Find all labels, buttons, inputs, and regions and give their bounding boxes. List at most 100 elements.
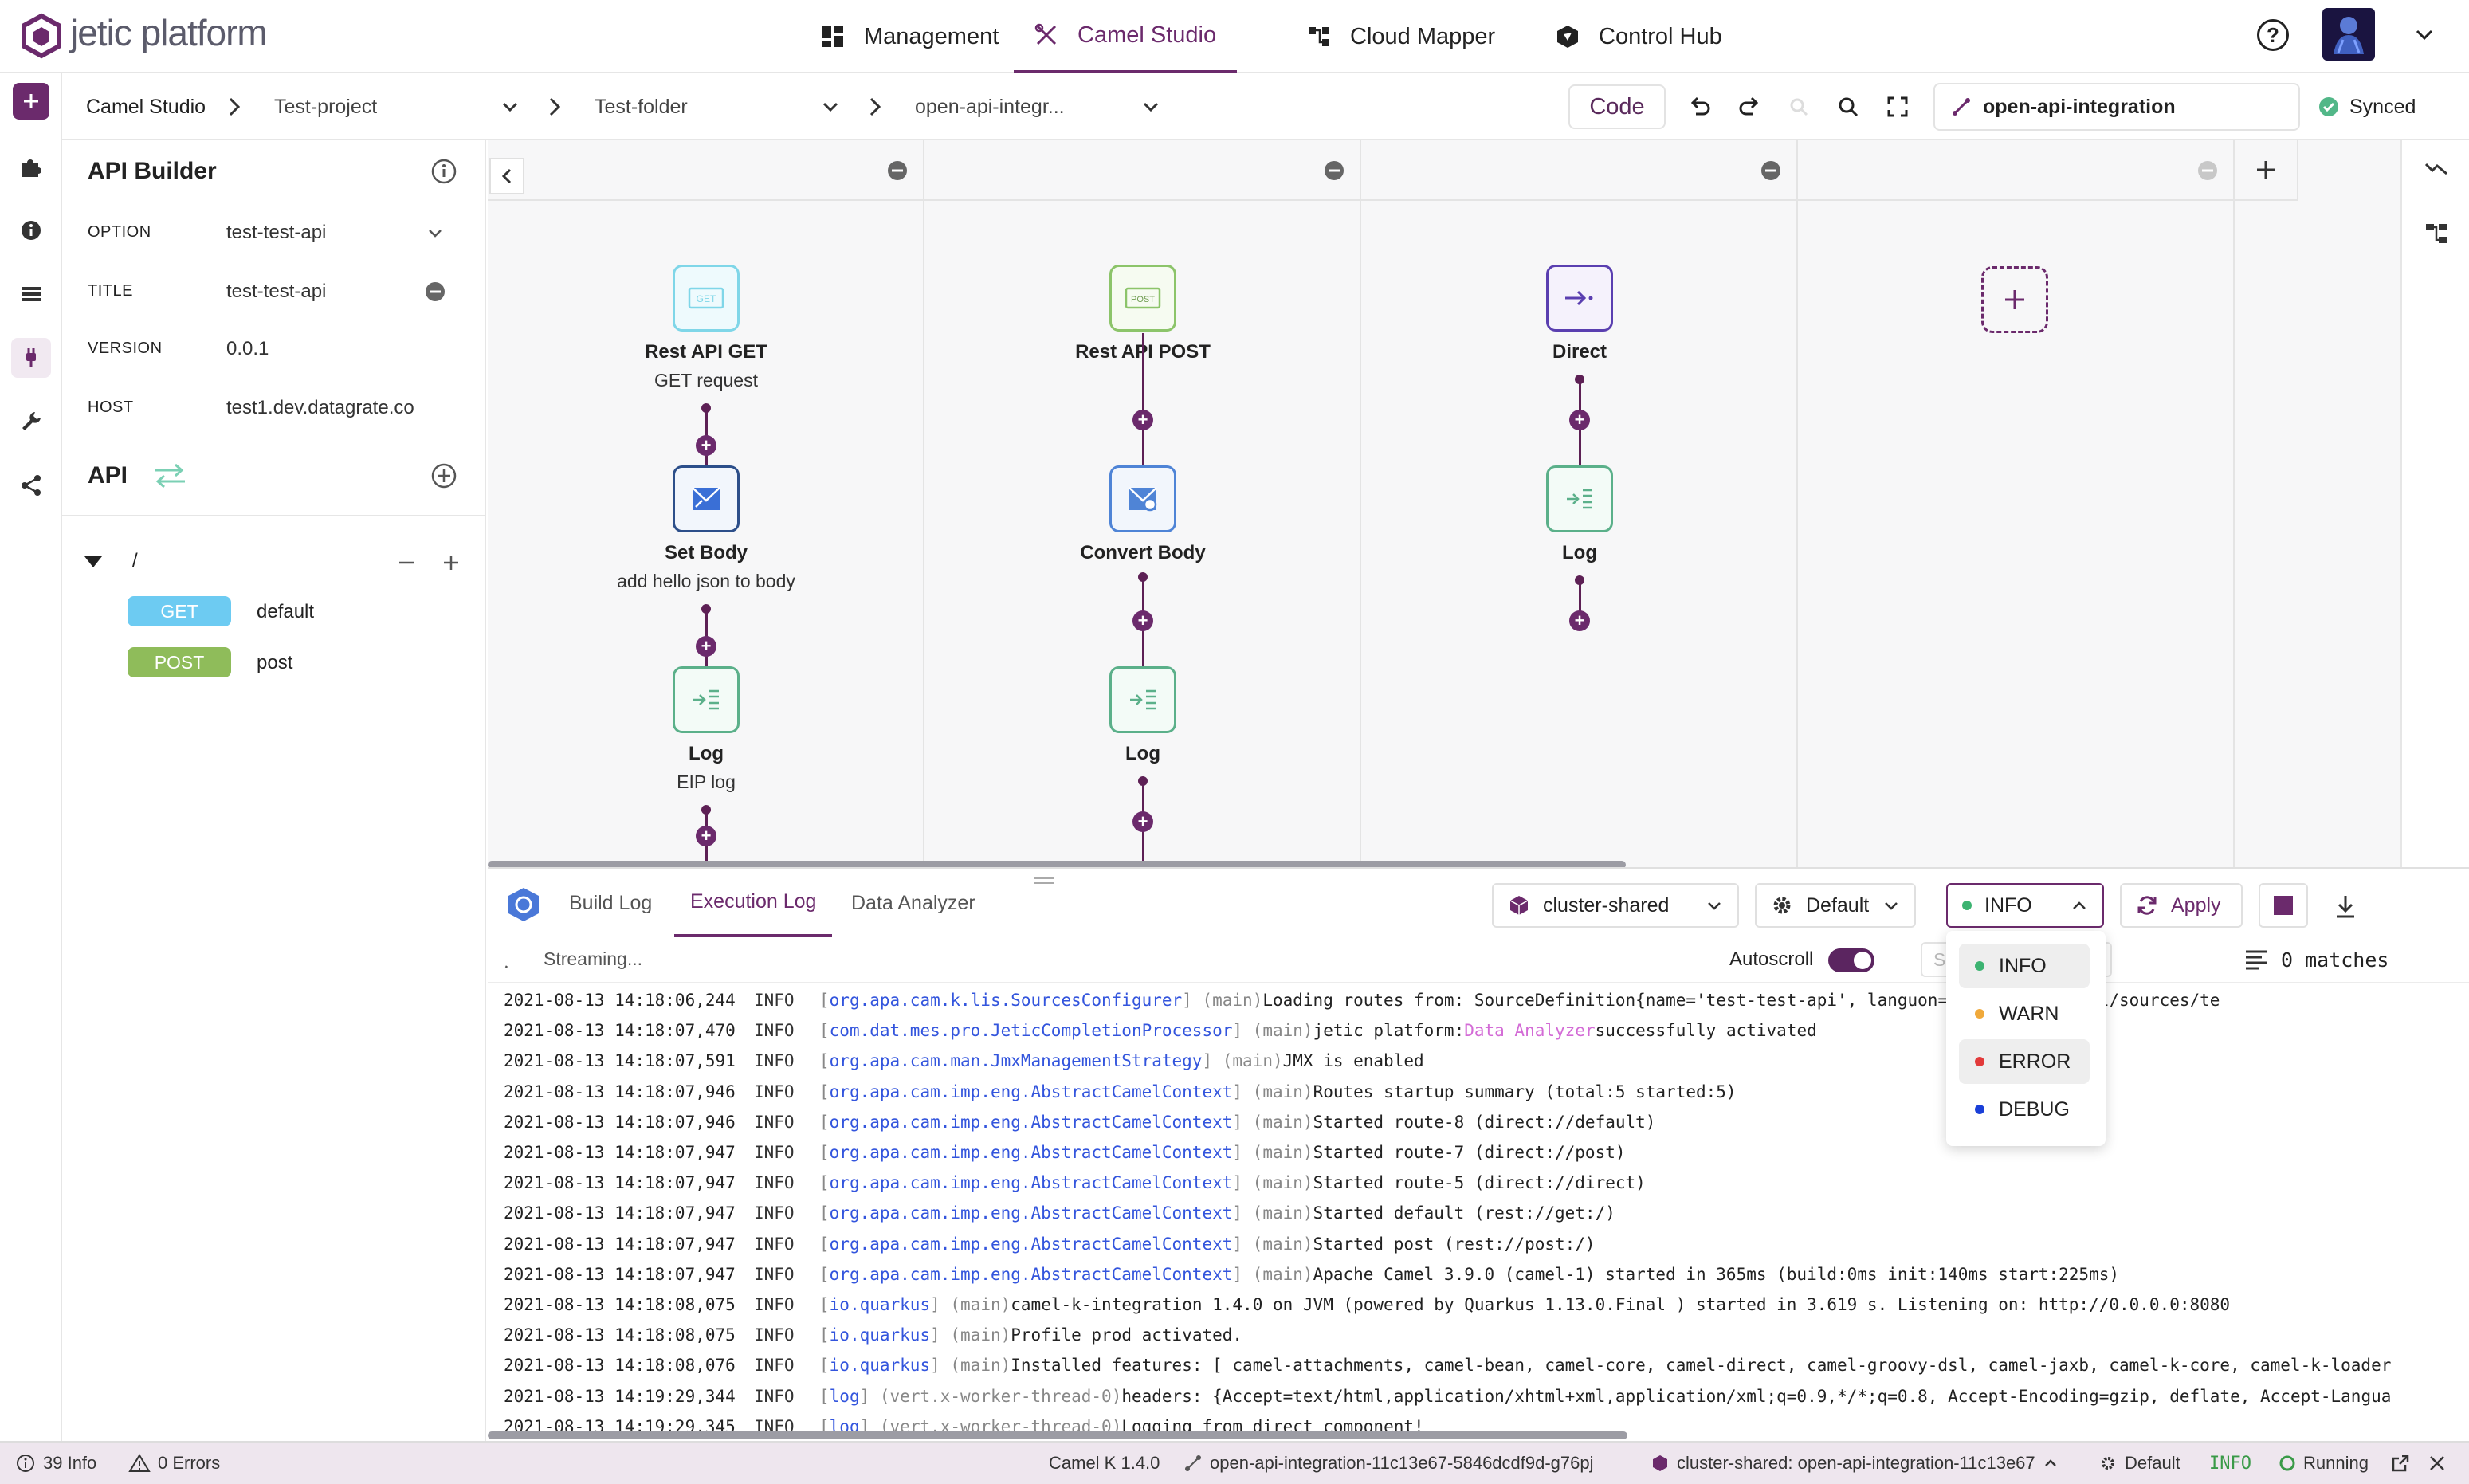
zoom-in-button[interactable] bbox=[1828, 84, 1868, 129]
remove-route-icon[interactable] bbox=[886, 159, 909, 182]
external-link-icon[interactable] bbox=[2391, 1454, 2410, 1473]
download-button[interactable] bbox=[2318, 888, 2373, 925]
get-operation-name[interactable]: default bbox=[257, 601, 315, 622]
insert-step-button[interactable]: + bbox=[696, 435, 716, 456]
info-button[interactable] bbox=[11, 210, 51, 250]
list-button[interactable] bbox=[11, 274, 51, 314]
log-node[interactable] bbox=[673, 666, 740, 733]
collapse-panel-button[interactable] bbox=[489, 158, 524, 194]
avatar[interactable] bbox=[2322, 8, 2375, 61]
chevron-down-icon[interactable] bbox=[2413, 24, 2436, 46]
remove-icon[interactable] bbox=[424, 281, 446, 303]
level-option-warn[interactable]: WARN bbox=[1959, 991, 2090, 1036]
canvas-scrollbar[interactable] bbox=[488, 861, 1626, 869]
nav-cloud-mapper[interactable]: Cloud Mapper bbox=[1307, 0, 1495, 73]
tab-data-analyzer[interactable]: Data Analyzer bbox=[851, 891, 975, 914]
tree-icon[interactable] bbox=[2424, 222, 2448, 245]
resize-handle[interactable] bbox=[1030, 874, 1058, 888]
version-field[interactable]: 0.0.1 bbox=[226, 338, 269, 359]
chevron-down-icon[interactable] bbox=[426, 223, 445, 242]
host-field[interactable]: test1.dev.datagrate.co bbox=[226, 397, 414, 418]
option-select[interactable]: test-test-api bbox=[226, 222, 327, 243]
breadcrumb-integration[interactable]: open-api-integr... bbox=[915, 95, 1065, 118]
caret-down-icon[interactable] bbox=[83, 553, 104, 571]
chevron-down-icon[interactable] bbox=[500, 97, 520, 116]
integration-name-field[interactable]: open-api-integration bbox=[1933, 83, 2300, 131]
insert-step-button[interactable]: + bbox=[1132, 811, 1153, 832]
plus-icon[interactable] bbox=[442, 553, 461, 572]
log-node[interactable] bbox=[1109, 666, 1176, 733]
node-subtitle: EIP log bbox=[677, 771, 736, 792]
level-option-info[interactable]: INFO bbox=[1959, 944, 2090, 988]
breadcrumb-folder[interactable]: Test-folder bbox=[595, 95, 688, 118]
fullscreen-button[interactable] bbox=[1878, 84, 1917, 129]
autoscroll-toggle[interactable] bbox=[1828, 948, 1874, 972]
api-builder-button[interactable] bbox=[11, 338, 51, 378]
stop-button[interactable] bbox=[2259, 883, 2308, 928]
profile-select[interactable]: Default bbox=[1755, 883, 1916, 928]
level-option-debug[interactable]: DEBUG bbox=[1959, 1087, 2090, 1132]
add-button[interactable] bbox=[13, 83, 49, 120]
nav-camel-studio[interactable]: Camel Studio bbox=[1014, 0, 1238, 73]
direct-node[interactable] bbox=[1546, 265, 1613, 332]
zoom-out-button[interactable] bbox=[1779, 84, 1819, 129]
insert-step-button[interactable]: + bbox=[1132, 610, 1153, 631]
settings-button[interactable] bbox=[11, 402, 51, 442]
level-option-error[interactable]: ERROR bbox=[1959, 1039, 2090, 1084]
breadcrumb-project[interactable]: Test-project bbox=[274, 95, 378, 118]
swap-icon[interactable] bbox=[151, 461, 188, 489]
pod-name[interactable]: open-api-integration-11c13e67-5846dcdf9d… bbox=[1184, 1443, 1594, 1484]
insert-step-button[interactable]: + bbox=[696, 826, 716, 846]
redo-button[interactable] bbox=[1729, 84, 1769, 129]
get-method-pill[interactable]: GET bbox=[128, 596, 231, 626]
log-node[interactable] bbox=[1546, 465, 1613, 532]
apply-button[interactable]: Apply bbox=[2120, 883, 2243, 928]
remove-route-icon[interactable] bbox=[1323, 159, 1345, 182]
log-level: INFO bbox=[754, 1112, 795, 1132]
insert-step-button[interactable]: + bbox=[1569, 610, 1590, 631]
add-circle-icon[interactable] bbox=[430, 462, 457, 489]
convert-body-node[interactable] bbox=[1109, 465, 1176, 532]
log-level-select[interactable]: INFO bbox=[1946, 883, 2104, 928]
breadcrumb-root[interactable]: Camel Studio bbox=[86, 95, 206, 118]
undo-button[interactable] bbox=[1680, 84, 1720, 129]
minus-icon[interactable] bbox=[397, 553, 416, 572]
trend-icon[interactable] bbox=[2424, 158, 2448, 179]
chevron-down-icon[interactable] bbox=[1141, 97, 1160, 116]
cluster-select[interactable]: cluster-shared bbox=[1492, 883, 1739, 928]
tab-execution-log[interactable]: Execution Log bbox=[674, 869, 833, 937]
cluster-integration[interactable]: cluster-shared: open-api-integration-11c… bbox=[1651, 1443, 2058, 1484]
info-icon[interactable] bbox=[430, 158, 457, 185]
title-field[interactable]: test-test-api bbox=[226, 281, 327, 302]
insert-step-button[interactable]: + bbox=[1569, 410, 1590, 430]
code-button[interactable]: Code bbox=[1568, 84, 1666, 129]
log-thread: main bbox=[1212, 991, 1253, 1010]
zoom-out-icon bbox=[1790, 98, 1808, 116]
insert-step-button[interactable]: + bbox=[1132, 410, 1153, 430]
rest-get-node[interactable]: GET bbox=[673, 265, 740, 332]
components-button[interactable] bbox=[11, 147, 51, 186]
nav-management[interactable]: Management bbox=[821, 0, 999, 73]
info-count[interactable]: 39 Info bbox=[16, 1443, 96, 1484]
add-step-button[interactable] bbox=[1981, 266, 2048, 333]
post-method-pill[interactable]: POST bbox=[128, 647, 231, 677]
nav-control-hub[interactable]: Control Hub bbox=[1556, 0, 1722, 73]
share-button[interactable] bbox=[11, 465, 51, 505]
log-icon bbox=[693, 689, 719, 710]
profile-status[interactable]: Default bbox=[2099, 1443, 2180, 1484]
log-scrollbar[interactable] bbox=[488, 1431, 1627, 1439]
chevron-down-icon[interactable] bbox=[821, 97, 840, 116]
rest-post-node[interactable]: POST bbox=[1109, 265, 1176, 332]
help-icon[interactable]: ? bbox=[2257, 19, 2289, 51]
insert-step-button[interactable]: + bbox=[696, 636, 716, 657]
add-route-button[interactable] bbox=[2235, 140, 2298, 201]
error-count[interactable]: 0 Errors bbox=[128, 1443, 220, 1484]
nav-camel-studio-label: Camel Studio bbox=[1077, 22, 1217, 48]
tab-build-log[interactable]: Build Log bbox=[569, 891, 653, 914]
close-icon[interactable] bbox=[2428, 1454, 2447, 1473]
bracket: [ bbox=[819, 1356, 830, 1376]
set-body-node[interactable] bbox=[673, 465, 740, 532]
post-operation-name[interactable]: post bbox=[257, 652, 293, 673]
remove-route-icon[interactable] bbox=[1760, 159, 1782, 182]
